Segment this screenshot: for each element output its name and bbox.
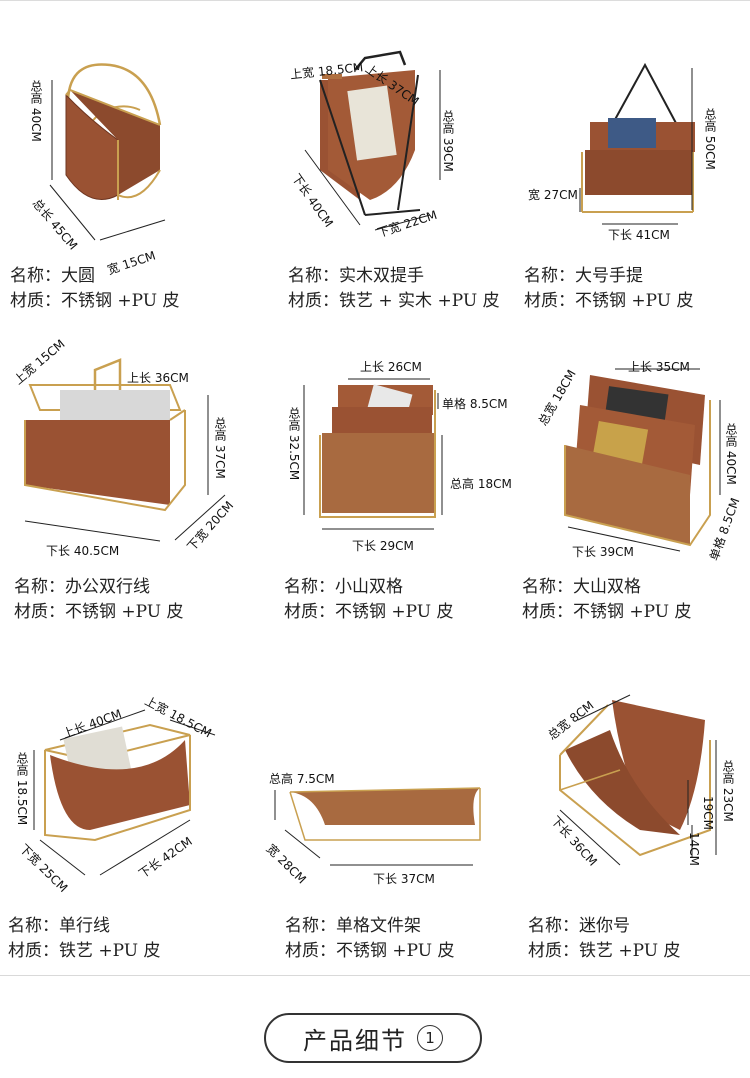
product-image: 总高 50CM 宽 27CM 下长 41CM — [520, 40, 750, 242]
material-label: 材质： — [284, 602, 335, 622]
top-border — [0, 0, 750, 5]
dimension-label: 下长 29CM — [352, 539, 414, 553]
dimension-label: 单格 8.5CM — [442, 397, 508, 411]
section-title-badge: 产品细节 1 — [264, 1013, 482, 1063]
product-meta: 名称：小山双格 材质：不锈钢 +PU 皮 — [284, 575, 454, 625]
product-meta: 名称：办公双行线 材质：不锈钢 +PU 皮 — [14, 575, 184, 625]
product-image: 总高 40CM 总长 45CM 宽 15CM — [0, 40, 250, 277]
material-label: 材质： — [524, 291, 575, 311]
material-label: 材质： — [528, 941, 579, 961]
product-meta: 名称：迷你号 材质：铁艺 +PU 皮 — [528, 914, 681, 964]
product-card: 总高 50CM 宽 27CM 下长 41CM 名称：大号手提 材质：不锈钢 +P… — [520, 40, 750, 311]
dimension-label: 上长 35CM — [628, 360, 690, 374]
product-material: 不锈钢 +PU 皮 — [65, 602, 184, 622]
dimension-label: 上长 26CM — [360, 360, 422, 374]
dimension-label: 上长 36CM — [127, 371, 189, 385]
material-label: 材质： — [8, 941, 59, 961]
dimension-label: 下长 39CM — [572, 545, 634, 559]
product-image: 上长 35CM 总宽 18CM 总高 40CM 下长 39CM 单格 8.5CM — [520, 345, 750, 562]
product-image: 上长 26CM 单格 8.5CM 总高 32.5CM 总高 18CM 下长 29… — [280, 345, 530, 553]
dimension-label: 宽 27CM — [528, 188, 578, 202]
product-material: 不锈钢 +PU 皮 — [61, 291, 180, 311]
dimension-label: 14CM — [687, 832, 701, 867]
dimension-label: 总高 7.5CM — [269, 772, 335, 786]
name-label: 名称： — [14, 577, 65, 597]
name-label: 名称： — [284, 577, 335, 597]
product-meta: 名称：实木双提手 材质：铁艺 + 实木 +PU 皮 — [288, 264, 500, 314]
name-label: 名称： — [10, 266, 61, 286]
dimension-label: 总高 18CM — [450, 477, 512, 491]
product-image: 上长 40CM 上宽 18.5CM 总高 18.5CM 下宽 25CM 下长 4… — [0, 680, 250, 895]
product-card: 上长 35CM 总宽 18CM 总高 40CM 下长 39CM 单格 8.5CM… — [520, 345, 750, 622]
product-material: 不锈钢 +PU 皮 — [573, 602, 692, 622]
product-material: 不锈钢 +PU 皮 — [335, 602, 454, 622]
dimension-label: 总高 40CM — [29, 80, 43, 142]
material-label: 材质： — [10, 291, 61, 311]
dimension-label: 下长 40.5CM — [46, 544, 120, 558]
dimension-label: 总高 18.5CM — [15, 752, 29, 826]
product-image: 总宽 8CM 总高 23CM 19CM 14CM 下长 36CM — [520, 680, 750, 880]
name-label: 名称： — [528, 916, 579, 936]
product-material: 不锈钢 +PU 皮 — [336, 941, 455, 961]
material-label: 材质： — [285, 941, 336, 961]
product-card: 上长 26CM 单格 8.5CM 总高 32.5CM 总高 18CM 下长 29… — [280, 345, 530, 622]
material-label: 材质： — [288, 291, 339, 311]
name-label: 名称： — [8, 916, 59, 936]
product-name: 大山双格 — [573, 577, 641, 597]
section-number: 1 — [417, 1025, 443, 1051]
name-label: 名称： — [285, 916, 336, 936]
product-material: 不锈钢 +PU 皮 — [575, 291, 694, 311]
section-title: 产品细节 — [303, 1026, 407, 1055]
product-meta: 名称：大号手提 材质：不锈钢 +PU 皮 — [524, 264, 694, 314]
dimension-label: 总高 37CM — [213, 417, 227, 479]
product-name: 大圆 — [61, 266, 95, 286]
material-label: 材质： — [522, 602, 573, 622]
product-name: 小山双格 — [335, 577, 403, 597]
product-card: 上长 40CM 上宽 18.5CM 总高 18.5CM 下宽 25CM 下长 4… — [0, 680, 250, 961]
section-divider — [0, 975, 750, 976]
product-name: 单行线 — [59, 916, 110, 936]
dimension-label: 总高 39CM — [441, 110, 455, 172]
product-material: 铁艺 +PU 皮 — [579, 941, 681, 961]
product-name: 办公双行线 — [65, 577, 150, 597]
product-meta: 名称：单行线 材质：铁艺 +PU 皮 — [8, 914, 161, 964]
dimension-label: 总高 23CM — [721, 760, 735, 822]
dimension-label: 下长 41CM — [608, 228, 670, 242]
product-image: 总高 7.5CM 宽 28CM 下长 37CM — [264, 680, 515, 887]
product-card: 上宽 18.5CM 上长 37CM 总高 39CM 下长 40CM 下宽 22C… — [280, 40, 530, 311]
product-card: 总高 40CM 总长 45CM 宽 15CM 名称：大圆 材质：不锈钢 +PU … — [0, 40, 250, 311]
product-card: 上宽 15CM 上长 36CM 总高 37CM 下长 40.5CM 下宽 20C… — [0, 337, 250, 622]
name-label: 名称： — [288, 266, 339, 286]
dimension-label: 总高 40CM — [724, 423, 738, 485]
dimension-label: 下长 37CM — [373, 872, 435, 886]
product-material: 铁艺 +PU 皮 — [59, 941, 161, 961]
dimension-label: 总高 32.5CM — [287, 407, 301, 481]
product-image: 上宽 15CM 上长 36CM 总高 37CM 下长 40.5CM 下宽 20C… — [0, 337, 250, 558]
name-label: 名称： — [524, 266, 575, 286]
product-name: 单格文件架 — [336, 916, 421, 936]
product-meta: 名称：大山双格 材质：不锈钢 +PU 皮 — [522, 575, 692, 625]
product-material: 铁艺 + 实木 +PU 皮 — [339, 291, 500, 311]
product-meta: 名称：大圆 材质：不锈钢 +PU 皮 — [10, 264, 180, 314]
dimension-label: 总高 50CM — [703, 108, 717, 170]
product-card: 总高 7.5CM 宽 28CM 下长 37CM 名称：单格文件架 材质：不锈钢 … — [264, 680, 515, 961]
product-image: 上宽 18.5CM 上长 37CM 总高 39CM 下长 40CM 下宽 22C… — [280, 40, 530, 240]
name-label: 名称： — [522, 577, 573, 597]
dimension-label: 19CM — [701, 796, 715, 831]
product-meta: 名称：单格文件架 材质：不锈钢 +PU 皮 — [285, 914, 455, 964]
product-name: 迷你号 — [579, 916, 630, 936]
product-name: 实木双提手 — [339, 266, 424, 286]
product-name: 大号手提 — [575, 266, 643, 286]
material-label: 材质： — [14, 602, 65, 622]
product-card: 总宽 8CM 总高 23CM 19CM 14CM 下长 36CM 名称：迷你号 … — [520, 680, 750, 961]
